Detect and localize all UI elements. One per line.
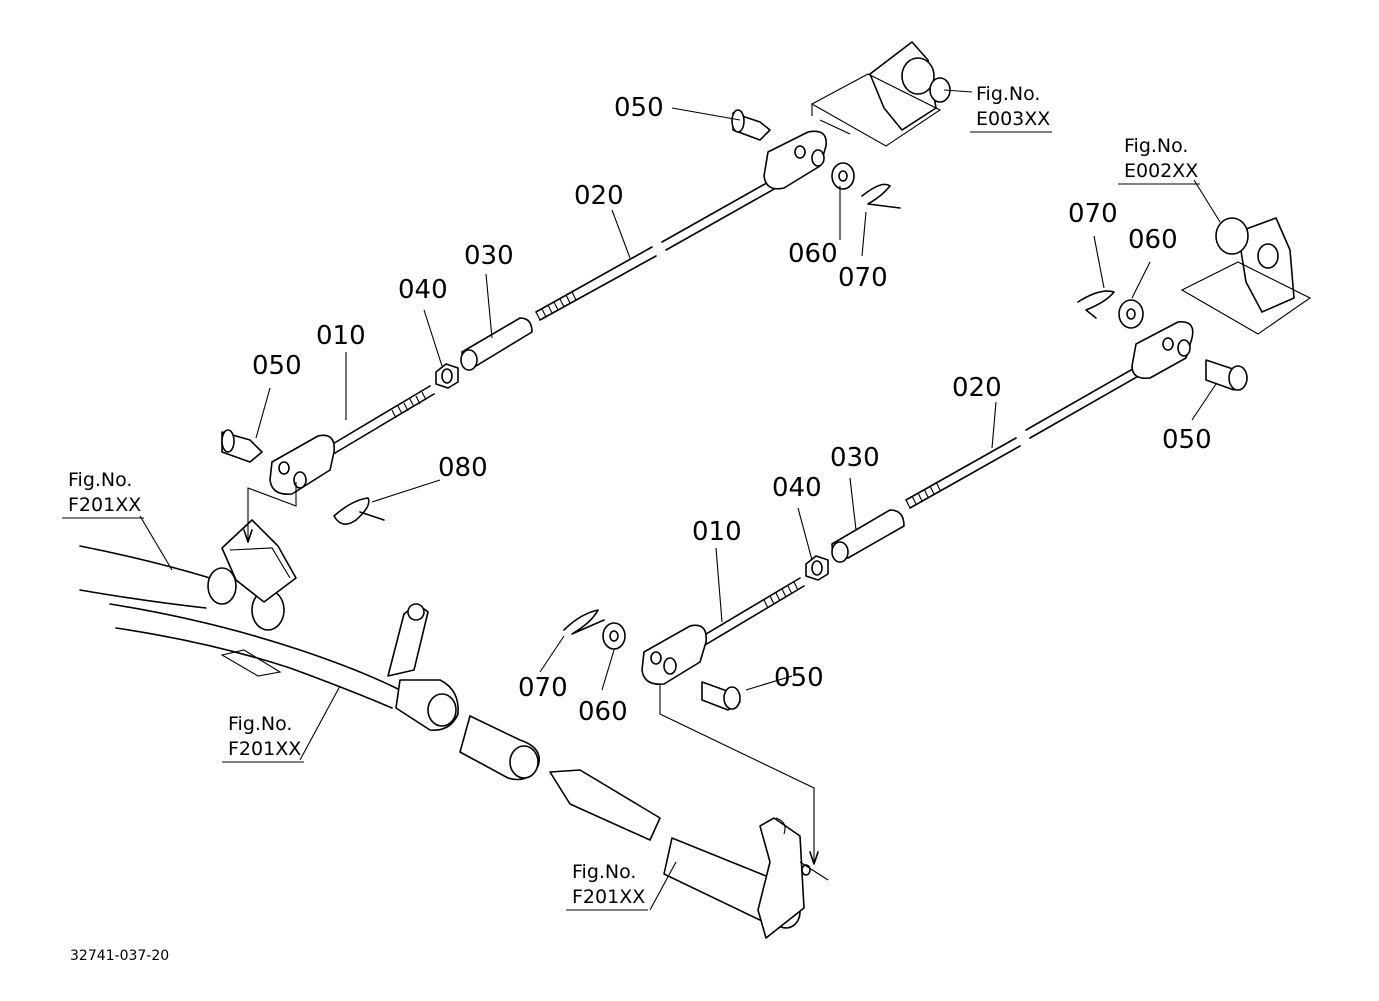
ref-e003-code[interactable]: E003XX (976, 108, 1050, 130)
label-040-upper: 040 (398, 275, 448, 305)
shaft-rod (549, 769, 661, 841)
lower-yoke-010 (641, 624, 707, 686)
upper-rod-020-upper-segment (661, 179, 773, 243)
frame-assembly (79, 519, 811, 939)
label-030-upper: 030 (464, 241, 514, 271)
label-030-lower: 030 (830, 443, 880, 473)
label-010-upper: 010 (316, 321, 366, 351)
label-080: 080 (438, 453, 488, 483)
label-040-lower: 040 (772, 473, 822, 503)
ref-f201-c-fig: Fig.No. (572, 861, 636, 883)
frame-tube-end (207, 567, 237, 605)
upper-rod-010 (325, 385, 431, 449)
figure-references: Fig.No. E003XX Fig.No. E002XX Fig.No. F2… (62, 83, 1200, 911)
connection-arrow-lower (659, 684, 815, 862)
lower-rod-assembly (563, 217, 1312, 711)
label-050-upper-left: 050 (252, 351, 302, 381)
label-070-right: 070 (1068, 199, 1118, 229)
upper-rod-assembly (221, 41, 951, 525)
label-060-lower: 060 (578, 697, 628, 727)
ref-e002-fig: Fig.No. (1124, 135, 1188, 157)
clip-080 (333, 497, 385, 525)
ref-f201-c-code[interactable]: F201XX (572, 886, 645, 908)
lower-yoke (1131, 321, 1194, 380)
ref-f201-b-fig: Fig.No. (228, 713, 292, 735)
ref-e003-fig: Fig.No. (976, 83, 1040, 105)
upper-rod-020-lower-segment (535, 246, 653, 313)
upper-yoke-010 (269, 434, 335, 496)
label-020-lower: 020 (952, 373, 1002, 403)
lower-rod-020-upper-segment (1025, 365, 1139, 431)
ref-f201-a-code[interactable]: F201XX (68, 494, 141, 516)
frame-plate (221, 519, 297, 603)
label-060-upper: 060 (788, 239, 838, 269)
ref-e002-code[interactable]: E002XX (1124, 160, 1198, 182)
leader-lines (139, 89, 1221, 911)
ref-f201-b-code[interactable]: F201XX (228, 738, 301, 760)
connection-arrow-upper (247, 482, 297, 540)
part-labels: 050 020 030 040 010 050 080 060 070 070 … (252, 93, 1212, 727)
label-050-upper-top: 050 (614, 93, 664, 123)
ref-f201-a-fig: Fig.No. (68, 469, 132, 491)
label-050-lower: 050 (774, 663, 824, 693)
lower-rod-020-lower-segment (905, 437, 1017, 501)
label-060-right: 060 (1128, 225, 1178, 255)
drawing-number: 32741-037-20 (70, 948, 169, 964)
label-010-lower: 010 (692, 517, 742, 547)
lower-rod-010 (695, 577, 801, 641)
end-plate (757, 817, 805, 939)
lower-cotter-pin-070-right (1077, 290, 1115, 319)
lower-cotter-pin-070-left (563, 609, 605, 635)
label-070-lower: 070 (518, 673, 568, 703)
upper-cotter-pin-070 (861, 183, 901, 209)
label-050-right: 050 (1162, 425, 1212, 455)
upper-thread (535, 291, 577, 321)
label-020-upper: 020 (574, 181, 624, 211)
label-070-upper: 070 (838, 263, 888, 293)
